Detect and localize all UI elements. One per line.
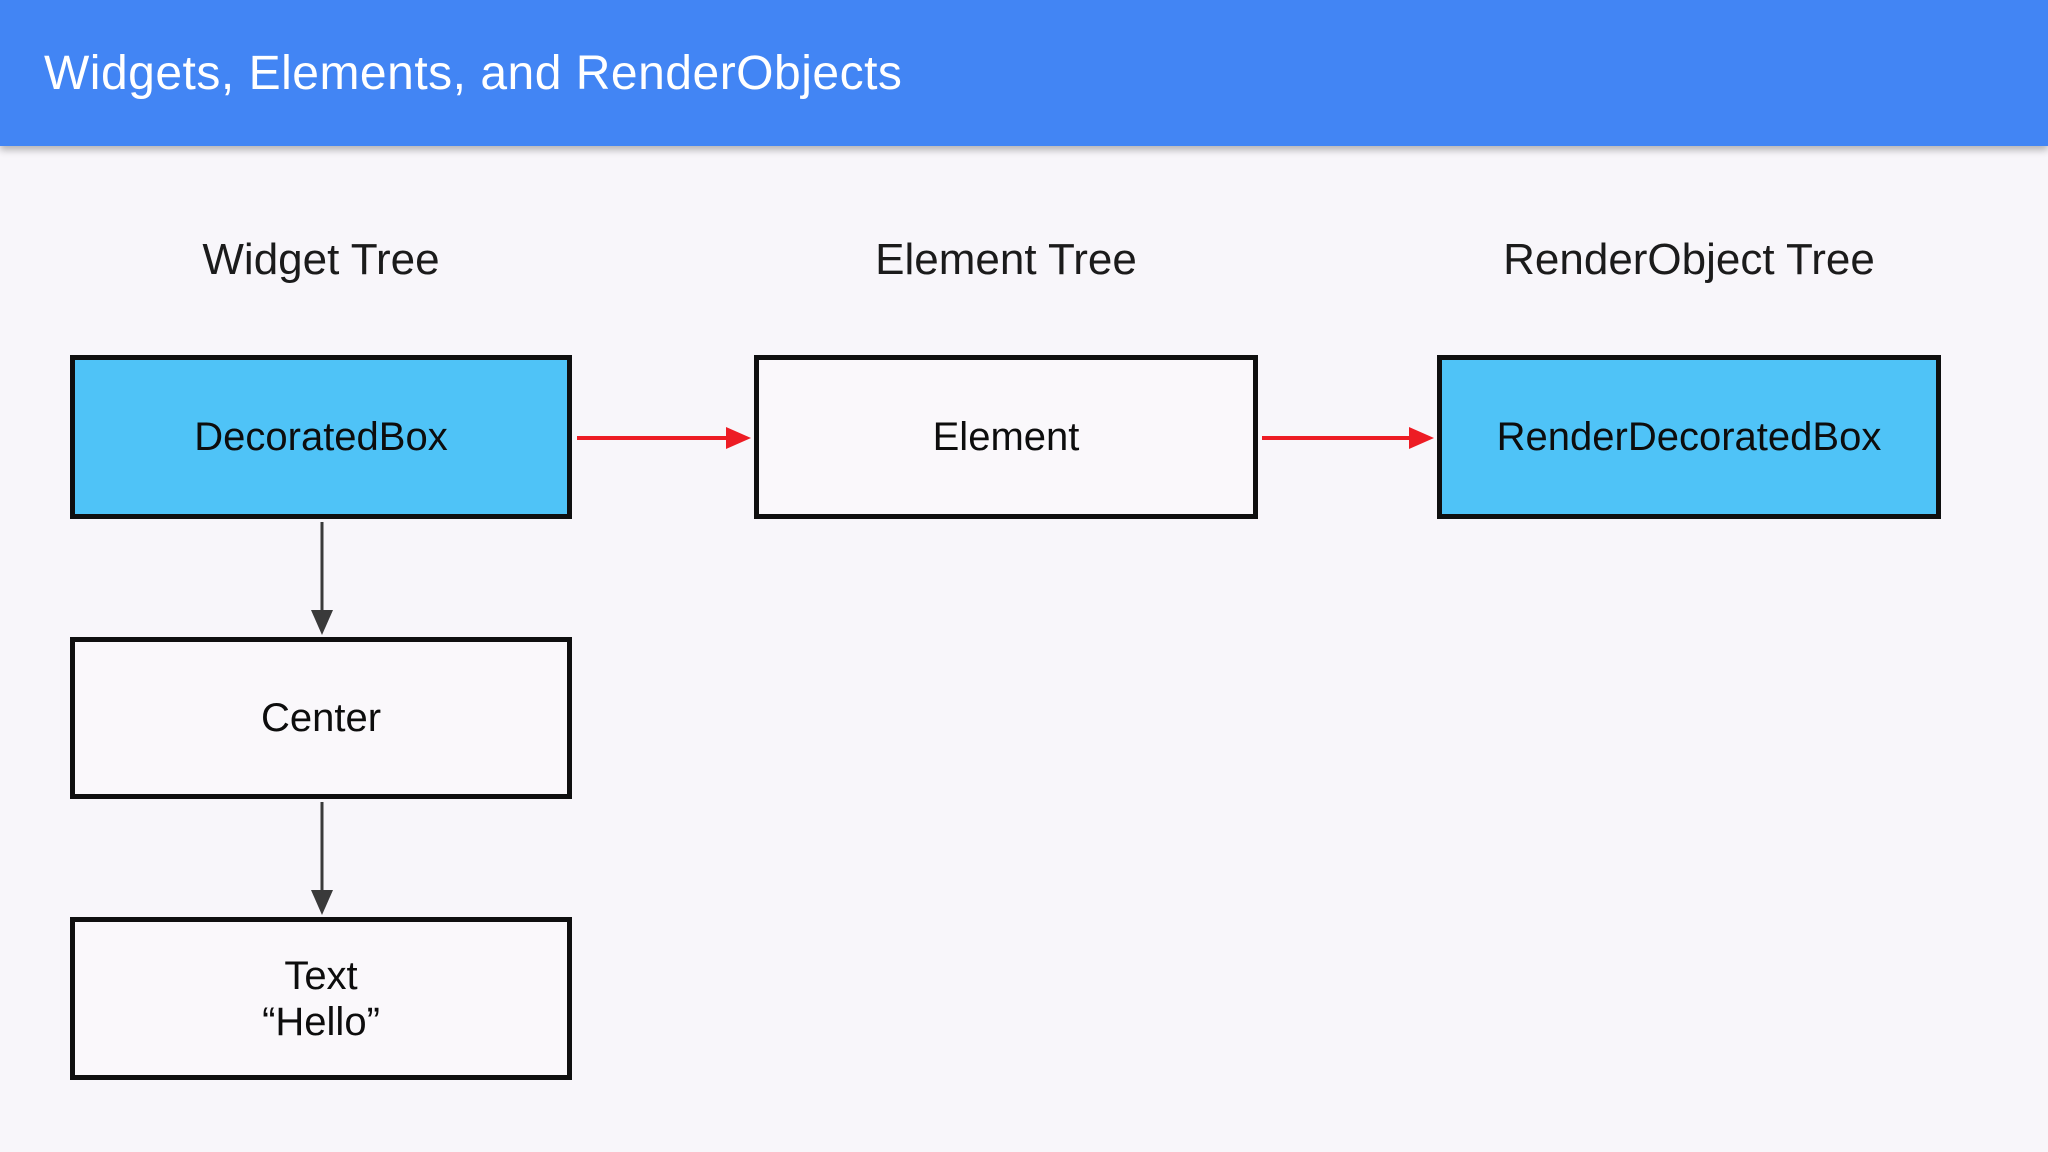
- column-title-widget-tree: Widget Tree: [202, 235, 440, 284]
- arrow-decoratedbox-to-center: [311, 522, 333, 635]
- node-text-hello: Text “Hello”: [70, 917, 572, 1080]
- app-bar: Widgets, Elements, and RenderObjects: [0, 0, 2048, 146]
- column-title-element-tree: Element Tree: [875, 235, 1137, 284]
- node-renderdecoratedbox: RenderDecoratedBox: [1437, 355, 1941, 519]
- node-center-label: Center: [260, 696, 382, 740]
- column-title-renderobject-tree: RenderObject Tree: [1503, 235, 1875, 284]
- arrow-element-to-renderdecoratedbox: [1262, 427, 1434, 449]
- page-title: Widgets, Elements, and RenderObjects: [44, 46, 903, 100]
- node-element: Element: [754, 355, 1258, 519]
- arrow-center-to-text: [311, 802, 333, 915]
- node-element-label: Element: [932, 415, 1080, 459]
- node-center: Center: [70, 637, 572, 799]
- arrow-decoratedbox-to-element: [577, 427, 751, 449]
- node-text-label-line1: Text: [284, 953, 358, 998]
- node-renderdecoratedbox-label: RenderDecoratedBox: [1496, 415, 1882, 459]
- node-decoratedbox-label: DecoratedBox: [194, 415, 448, 459]
- node-text-label-line2: “Hello”: [262, 999, 380, 1044]
- node-decoratedbox: DecoratedBox: [70, 355, 572, 519]
